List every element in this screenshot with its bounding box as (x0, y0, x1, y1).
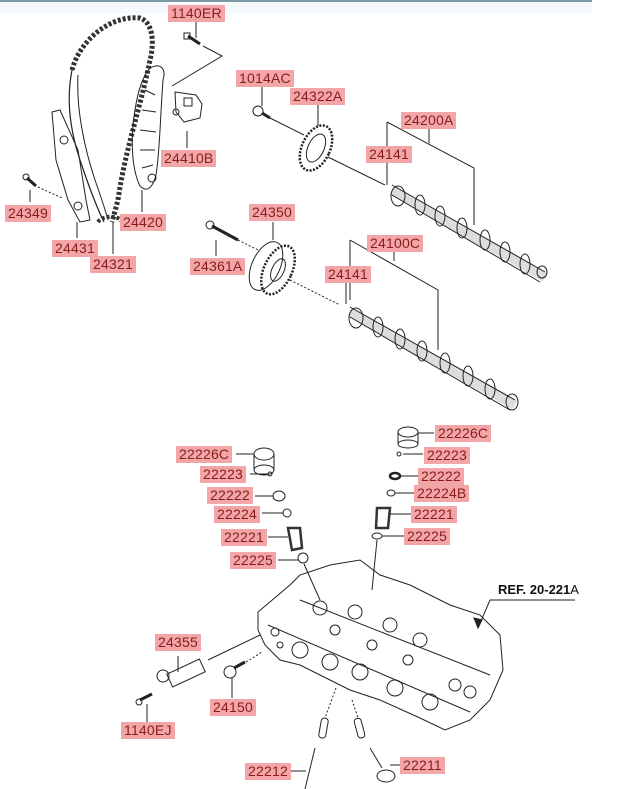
timing-chain (68, 15, 155, 224)
part-label-22211[interactable]: 22211 (400, 757, 445, 774)
tensioner-assembly (171, 32, 224, 123)
reference-label: REF. 20-221A (498, 582, 579, 597)
part-label-22222-right[interactable]: 22222 (418, 468, 464, 485)
part-label-24141-upper[interactable]: 24141 (366, 146, 412, 163)
valves (304, 687, 396, 789)
leader-lines (29, 22, 434, 772)
oil-control-valve (135, 634, 261, 706)
part-label-24322A[interactable]: 24322A (290, 88, 346, 105)
part-label-24355[interactable]: 24355 (155, 634, 201, 651)
part-label-24150[interactable]: 24150 (210, 699, 256, 716)
part-label-24141-lower[interactable]: 24141 (325, 266, 371, 283)
cam-position-sensor (223, 651, 263, 679)
exhaust-camshaft (386, 121, 548, 283)
part-label-22222-left[interactable]: 22222 (207, 487, 253, 504)
part-label-1140ER[interactable]: 1140ER (168, 5, 225, 22)
part-label-22226C-left[interactable]: 22226C (176, 446, 233, 463)
reference-suffix: A (570, 582, 579, 597)
guide-bolt (22, 173, 63, 199)
part-label-22221-right[interactable]: 22221 (411, 506, 457, 523)
part-label-22224B[interactable]: 22224B (414, 485, 470, 502)
chain-guide-left (51, 109, 91, 223)
intake-cam-sprocket (205, 220, 341, 306)
part-label-24420[interactable]: 24420 (120, 214, 166, 231)
part-label-22224[interactable]: 22224 (214, 506, 260, 523)
part-label-24100C[interactable]: 24100C (367, 235, 424, 252)
intake-camshaft (347, 239, 519, 411)
part-label-22225-left[interactable]: 22225 (230, 552, 276, 569)
cylinder-head (257, 559, 504, 731)
chain-tensioner-arm (131, 65, 165, 190)
part-label-24350[interactable]: 24350 (249, 204, 295, 221)
part-label-22212[interactable]: 22212 (245, 763, 291, 780)
part-label-22223-left[interactable]: 22223 (200, 466, 246, 483)
part-label-24349[interactable]: 24349 (5, 205, 51, 222)
part-label-22225-right[interactable]: 22225 (404, 528, 450, 545)
valve-train-left (253, 447, 321, 601)
part-label-24410B[interactable]: 24410B (161, 150, 217, 167)
part-label-1014AC[interactable]: 1014AC (236, 70, 294, 87)
top-border-shade (0, 3, 592, 13)
part-label-24200A[interactable]: 24200A (401, 112, 457, 129)
part-label-24321[interactable]: 24321 (90, 256, 136, 273)
part-label-22223-right[interactable]: 22223 (424, 447, 470, 464)
part-label-24361A[interactable]: 24361A (190, 258, 246, 275)
reference-prefix: REF. 20-221 (498, 582, 571, 597)
valve-train-right (371, 426, 419, 591)
exhaust-sprocket (252, 105, 386, 186)
ref-arrow (473, 599, 575, 630)
part-label-22221-left[interactable]: 22221 (221, 529, 267, 546)
part-label-1140EJ[interactable]: 1140EJ (121, 722, 175, 739)
part-label-24431[interactable]: 24431 (52, 240, 98, 257)
part-label-22226C-right[interactable]: 22226C (435, 425, 492, 442)
top-border (0, 0, 592, 2)
